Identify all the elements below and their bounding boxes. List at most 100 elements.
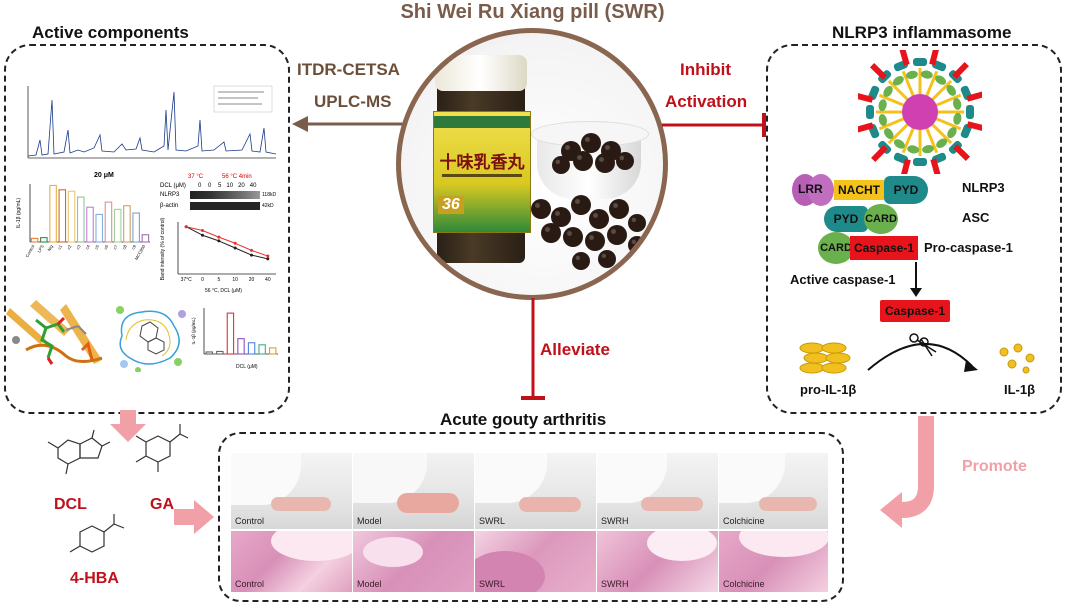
card-bead-9 — [883, 85, 893, 97]
pill-shine-13 — [545, 227, 550, 232]
pill-shine-4 — [599, 157, 604, 162]
photo-colchicine-caption: Colchicine — [723, 516, 765, 526]
line-chart-ylabel: Band intensity (% of control) — [160, 217, 166, 281]
card-bead-1 — [947, 127, 957, 139]
line-seg-0-2 — [202, 234, 219, 242]
alleviate-label: Alleviate — [540, 340, 610, 359]
pill-shine-3 — [577, 155, 582, 160]
small-bar-tick-7: c5 — [94, 243, 101, 250]
pro-il1b-label: pro-IL-1β — [800, 382, 857, 397]
small-bar-tick-3: c1 — [57, 243, 64, 250]
small-bar-tick-1: LPS — [36, 244, 44, 254]
histo-swrh-caption: SWRH — [601, 579, 629, 589]
line-seg-1-4 — [234, 242, 252, 251]
bottom-bar-ylabel: IL-1β (pg/mL) — [191, 317, 196, 345]
small-bar-tick-5: c3 — [75, 243, 82, 250]
pill-shine-1 — [585, 137, 590, 142]
bottom-bar-xlabel: DCL (μM) — [236, 364, 258, 370]
histo-colchicine: Colchicine — [719, 531, 828, 592]
nlrp3-pyd-label: PYD — [893, 183, 919, 197]
line-seg-1-1 — [186, 226, 203, 231]
caspase-1-box: Caspase-1 — [880, 300, 950, 322]
bottle-number: 36 — [438, 196, 464, 214]
il1b-cleavage — [799, 333, 1035, 374]
pyd-bead-5 — [893, 152, 908, 164]
nacht-domain: NACHT — [834, 180, 884, 200]
nacht-label: NACHT — [838, 183, 880, 197]
small-bar-0 — [30, 237, 39, 243]
small-bar-7 — [95, 213, 104, 243]
line-seg-0-4 — [234, 247, 252, 256]
caspase-1-label: Caspase-1 — [884, 304, 946, 318]
caspase-bead-4 — [871, 144, 888, 163]
line-tick-5: 40 — [265, 277, 271, 283]
caspase-bead-1 — [952, 144, 971, 161]
card-bead-0 — [953, 112, 962, 125]
photo-swrh-caption: SWRH — [601, 516, 629, 526]
promote-arrow — [880, 416, 934, 528]
page-title: Shi Wei Ru Xiang pill (SWR) — [400, 1, 665, 23]
line-seg-1-2 — [202, 230, 220, 238]
pill-shine-11 — [613, 203, 618, 208]
pill-group — [531, 133, 646, 270]
inflammasome-ring — [858, 50, 982, 174]
line-tick-3: 10 — [232, 277, 238, 283]
small-bar-11 — [132, 212, 140, 243]
scissors-icon — [909, 333, 937, 357]
ga-label: GA — [150, 496, 174, 513]
dose-20: 20 — [238, 183, 245, 189]
pill-11 — [609, 199, 629, 219]
ga-structure — [135, 424, 189, 472]
card-bead-2 — [936, 138, 948, 148]
card-bead-12 — [920, 70, 933, 79]
bottom-bar-4 — [247, 342, 256, 355]
lrr-label: LRR — [798, 182, 823, 196]
photo-colchicine: Colchicine — [719, 453, 828, 529]
inhibit-label: Inhibit — [680, 60, 731, 79]
nlrp3-core — [902, 94, 938, 130]
pill-shine-18 — [575, 255, 581, 261]
bottom-bar-0 — [205, 351, 214, 355]
bottom-bar-3 — [237, 338, 245, 355]
activation-label: Activation — [665, 92, 748, 111]
asc-pyd-domain: PYD — [824, 206, 868, 232]
gouty-arthritis-panel — [218, 432, 844, 602]
nlrp3-row-label: NLRP3 — [160, 192, 180, 198]
small-bar-10 — [123, 205, 131, 243]
pill-shine-0 — [565, 145, 570, 150]
histo-model-caption: Model — [357, 579, 382, 589]
procasp-caspase-domain: Caspase-1 — [850, 236, 918, 260]
photo-swrh: SWRH — [597, 453, 718, 529]
small-bar-tick-0: Control — [24, 244, 35, 258]
pill-1 — [581, 133, 601, 153]
bottom-bar-1 — [216, 350, 224, 355]
nlrp3-size: 118kD — [262, 192, 277, 198]
card-bead-8 — [878, 99, 887, 112]
small-bar-6 — [86, 206, 94, 243]
small-bar-tick-8: c6 — [103, 243, 110, 250]
pill-15 — [585, 231, 605, 251]
line-seg-0-5 — [251, 254, 268, 260]
card-bead-13 — [935, 75, 947, 85]
pink-down-arrow — [110, 410, 146, 442]
asc-card-domain: CARD — [864, 204, 898, 234]
line-tick-2: 5 — [217, 277, 220, 283]
pill-3 — [573, 151, 593, 171]
line-tick-4: 20 — [249, 277, 255, 283]
active-components-heading: Active components — [32, 23, 189, 42]
dose-0a: 0 — [198, 183, 202, 189]
acute-gouty-arthritis-heading: Acute gouty arthritis — [440, 410, 607, 429]
actin-size: 42kD — [262, 203, 274, 209]
chromatogram — [14, 80, 284, 168]
pyd-bead-0 — [966, 105, 974, 119]
line-point-1-5 — [266, 254, 270, 258]
pill-18 — [572, 252, 590, 270]
line-seg-1-5 — [251, 249, 268, 257]
dose-0b: 0 — [208, 183, 212, 189]
inhibit-arrow — [662, 113, 766, 137]
4hba-structure — [69, 514, 125, 553]
swr-pill-photo: 十味乳香丸 36 — [396, 28, 668, 300]
dose-40: 40 — [249, 183, 257, 189]
actin-row-label: β-actin — [160, 203, 179, 209]
dcl-structure — [47, 429, 111, 475]
